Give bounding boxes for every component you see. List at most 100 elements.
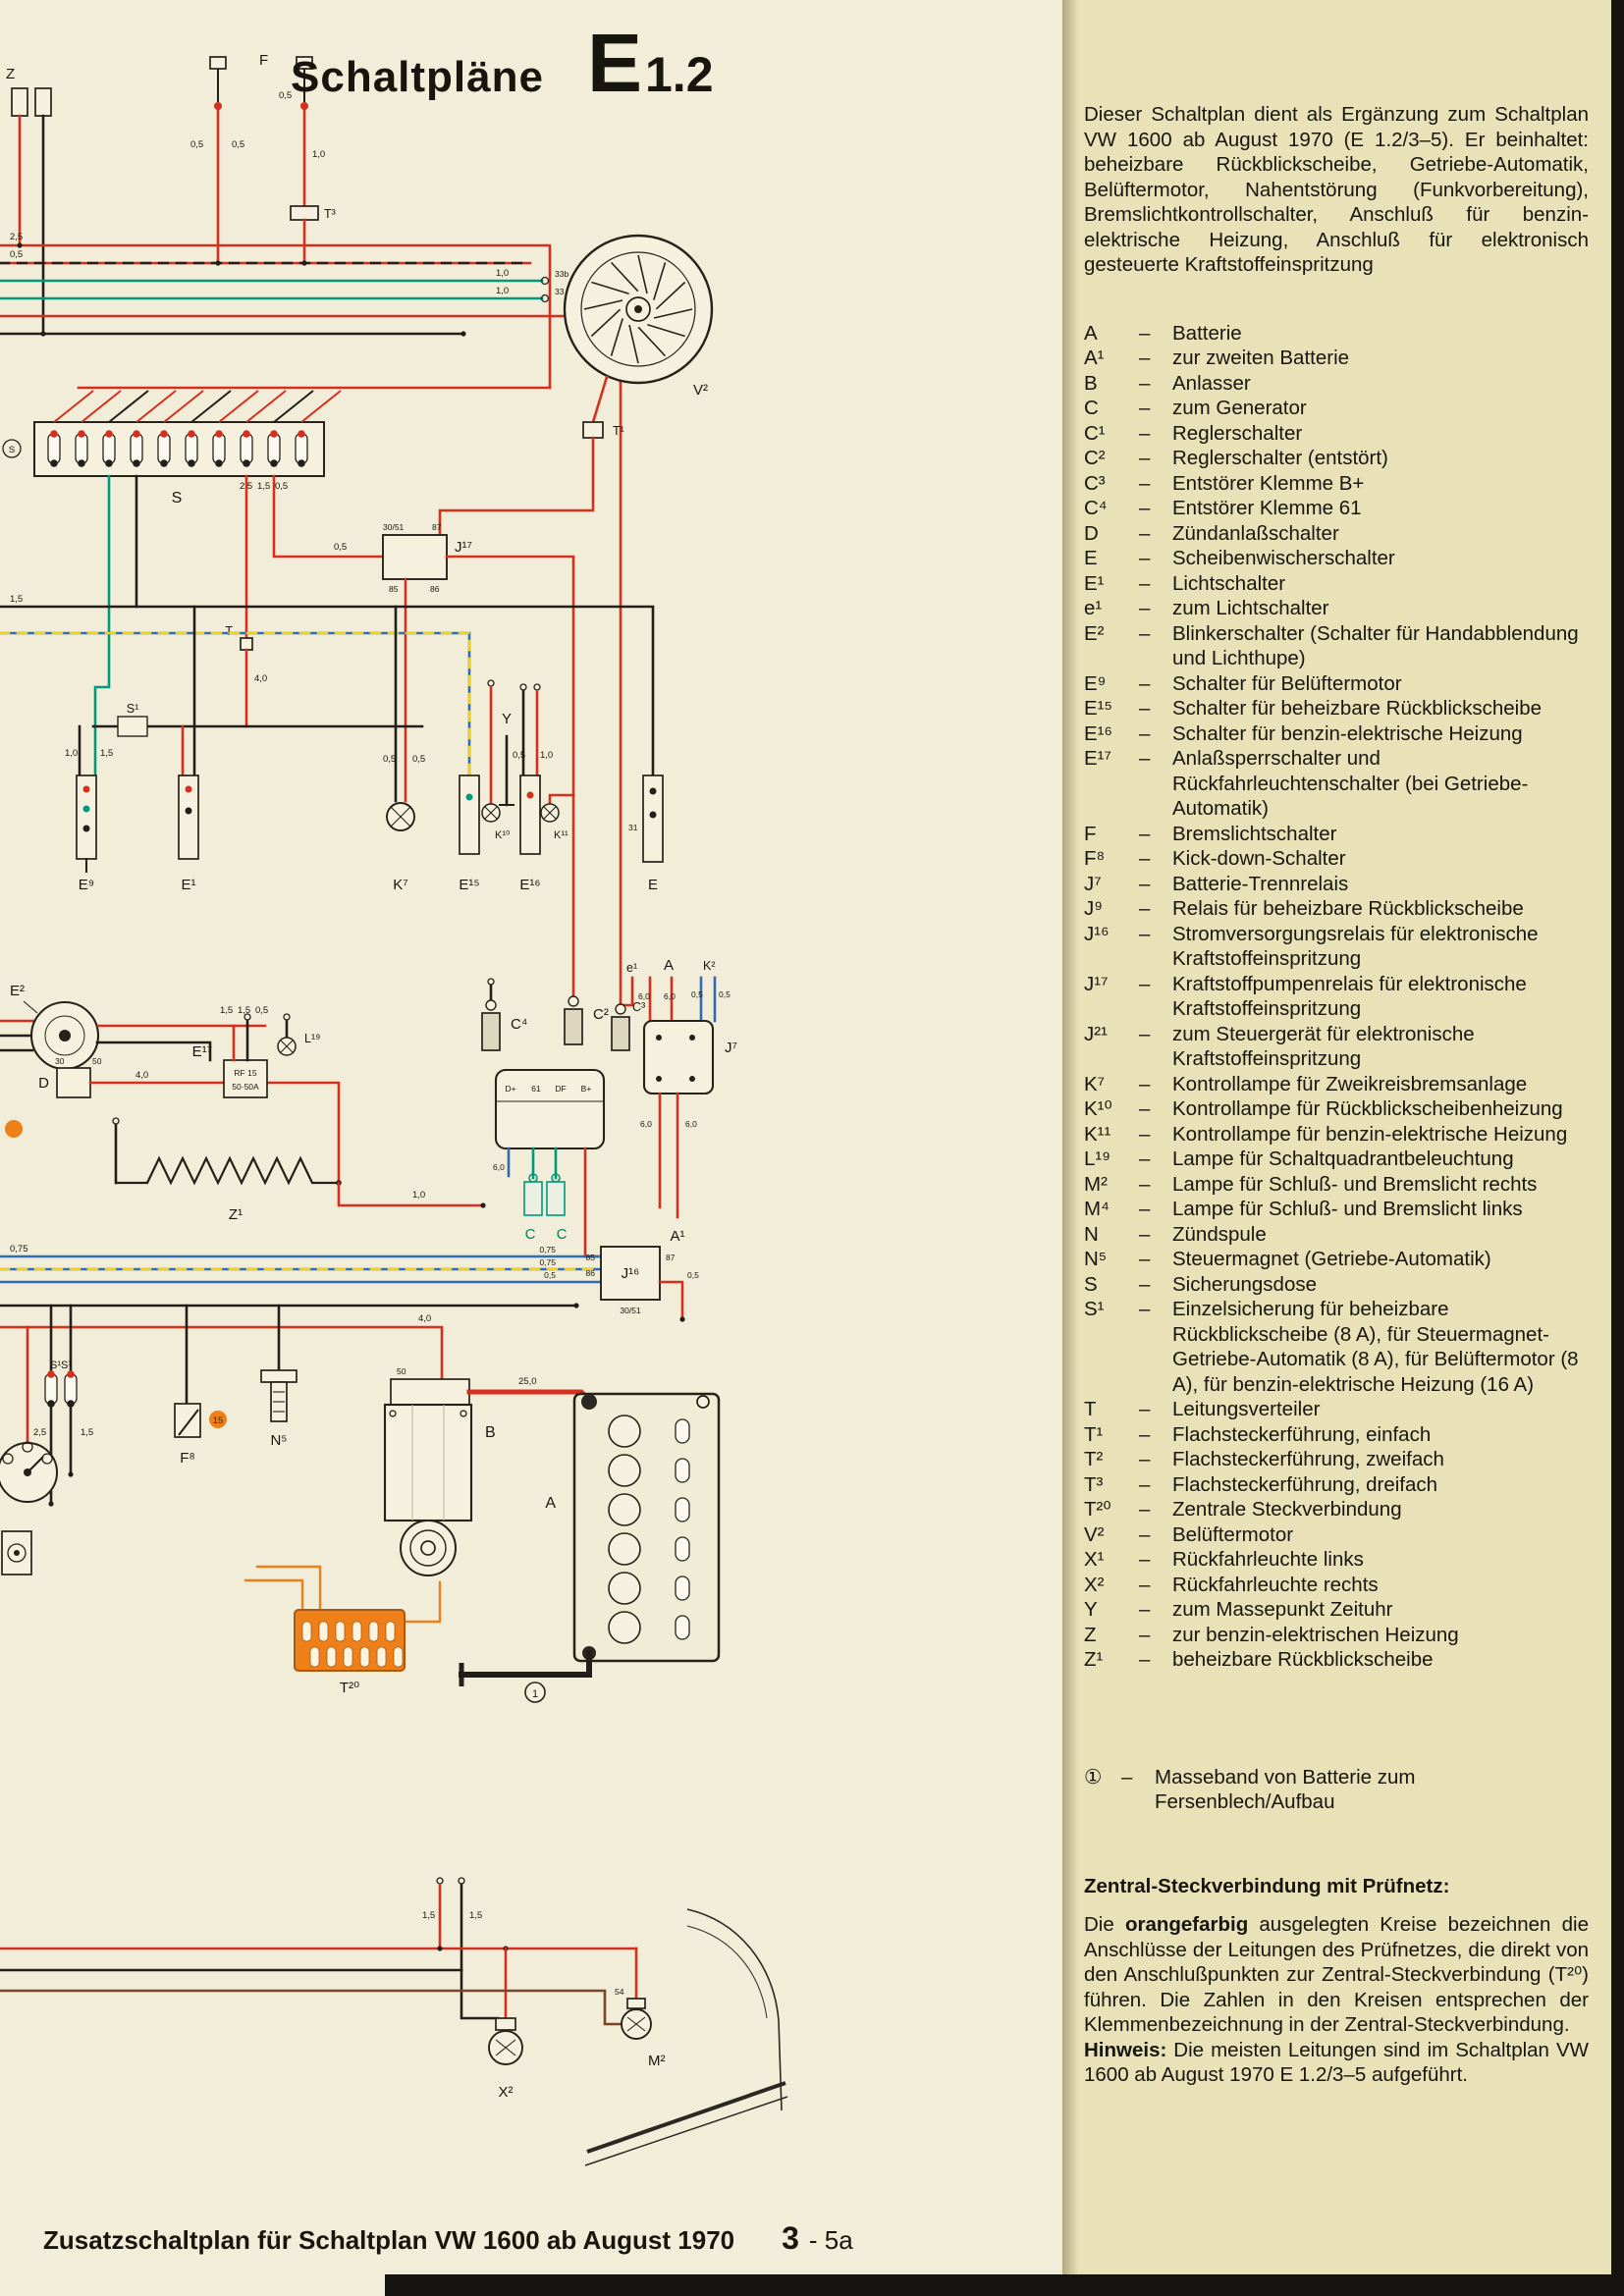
legend-dash: – <box>1139 1648 1151 1671</box>
hinweis-paragraph: Hinweis: Die meisten Leitungen sind im S… <box>1084 2038 1589 2088</box>
legend-desc: Rückfahrleuchte rechts <box>1172 1573 1379 1596</box>
legend-row: T²⁰ – Zentrale Steckverbindung <box>1084 1497 1589 1522</box>
legend-key: C³ <box>1084 471 1106 495</box>
legend-row: V² – Belüftermotor <box>1084 1522 1589 1548</box>
label-y: Y <box>502 711 512 727</box>
legend-row: Z¹ – beheizbare Rückblickscheibe <box>1084 1647 1589 1673</box>
relay-j16: 0,75 0,75 0,5 J¹⁶ 85 86 87 30/51 0,5 0,7… <box>0 1244 699 1322</box>
legend-key: E¹⁶ <box>1084 721 1112 745</box>
legend-desc: Flachsteckerführung, einfach <box>1172 1422 1432 1446</box>
legend-dash: – <box>1139 1422 1151 1446</box>
legend-key: N⁵ <box>1084 1248 1108 1270</box>
gauge: 0,5 <box>190 139 203 150</box>
legend-key: S¹ <box>1084 1298 1105 1320</box>
label-c-right: C <box>557 1226 568 1243</box>
legend-key: C <box>1084 397 1099 419</box>
terminal: 85 <box>389 584 399 594</box>
legend-key: K¹⁰ <box>1084 1097 1112 1120</box>
legend-key: T³ <box>1084 1472 1104 1496</box>
wiring-diagram: Z F T³ 0,5 0,5 0,5 1,0 <box>0 52 788 2166</box>
gauge: 1,0 <box>312 149 325 160</box>
legend-desc: Schalter für Belüftermotor <box>1172 671 1402 695</box>
legend-key: B <box>1084 371 1098 395</box>
label-t3: T³ <box>324 207 336 221</box>
legend-row: M² – Lampe für Schluß- und Bremslicht re… <box>1084 1172 1589 1198</box>
legend-desc: Anlaßsperrschalter und Rückfahrleuchtens… <box>1172 747 1529 820</box>
gauge: 6,0 <box>685 1119 697 1129</box>
legend-key: X¹ <box>1084 1548 1105 1571</box>
legend-desc: Schalter für beheizbare Rückblickscheibe <box>1172 697 1543 720</box>
legend-desc: Zündanlaßschalter <box>1172 521 1339 545</box>
label-e15: E¹⁵ <box>459 877 479 893</box>
gauge: 6,0 <box>640 1119 652 1129</box>
terminal: 87 <box>666 1253 676 1262</box>
legend-dash: – <box>1139 697 1151 720</box>
gauge: 0,5 <box>279 90 292 101</box>
terminal: 50 <box>92 1056 102 1066</box>
legend-row: F⁸ – Kick-down-Schalter <box>1084 846 1589 872</box>
label-j17: J¹⁷ <box>455 539 472 556</box>
legend-dash: – <box>1139 1598 1151 1621</box>
gauge: 1,5 <box>100 748 113 759</box>
legend-dash: – <box>1139 671 1151 695</box>
terminal: 50·50A <box>232 1082 259 1092</box>
gauge: 1,5 <box>81 1427 93 1438</box>
legend-desc: Sicherungsdose <box>1172 1272 1318 1296</box>
gauge: 1,0 <box>540 750 553 761</box>
legend-key: K⁷ <box>1084 1072 1106 1095</box>
label-c3: C³ <box>632 1000 645 1014</box>
terminal: 87 <box>432 522 442 532</box>
gauge: 0,5 <box>691 989 703 999</box>
legend-dash: – <box>1139 721 1151 745</box>
label-m2: M² <box>648 2053 666 2069</box>
legend-desc: Batterie <box>1172 321 1242 345</box>
page-spine <box>1062 0 1084 2296</box>
gauge: 1,0 <box>496 286 509 296</box>
terminal: 30/51 <box>383 522 405 532</box>
legend-row: E⁹ – Schalter für Belüftermotor <box>1084 671 1589 697</box>
legend-row: C – zum Generator <box>1084 396 1589 421</box>
legend-row: E² – Blinkerschalter (Schalter für Handa… <box>1084 621 1589 671</box>
legend-desc: Bremslichtschalter <box>1172 822 1337 845</box>
gauge: 0,5 <box>687 1270 699 1280</box>
legend-key: F <box>1084 822 1097 845</box>
label-t1: T¹ <box>613 424 624 438</box>
label-e16: E¹⁶ <box>519 877 540 893</box>
legend-desc: Batterie-Trennrelais <box>1172 872 1349 895</box>
battery-a: A 1 <box>459 1392 721 1703</box>
ground-marker: 1 <box>532 1688 538 1700</box>
label-s1-inline: S¹ <box>127 702 139 716</box>
legend-desc: Reglerschalter <box>1172 421 1303 445</box>
legend-key: T² <box>1084 1448 1104 1470</box>
terminal: 30 <box>55 1056 65 1066</box>
control-magnet-n5: N⁵ <box>260 1369 298 1449</box>
gauge: 1,5 <box>257 481 270 492</box>
gauge: 0,5 <box>10 249 23 260</box>
legend-dash: – <box>1139 1623 1151 1646</box>
legend-list: A – Batterie A¹ – zur zweiten Batterie B… <box>1084 321 1589 1673</box>
legend-row: S – Sicherungsdose <box>1084 1272 1589 1298</box>
label-b: B <box>485 1424 496 1441</box>
legend-key: J⁷ <box>1084 872 1102 895</box>
legend-column: Dieser Schaltplan dient als Ergänzung zu… <box>1084 102 1589 2088</box>
gauge: 6,0 <box>493 1162 505 1172</box>
component-z: Z <box>6 66 52 336</box>
legend-desc: Relais für beheizbare Rückblickscheibe <box>1172 897 1524 920</box>
starter-b: 50 B 25,0 <box>383 1366 591 1576</box>
blower-motor-v2: V² T¹ <box>438 234 714 537</box>
pruefnetz-paragraph: Die orangefarbig ausgelegten Kreise beze… <box>1084 1912 1589 2038</box>
legend-row: T – Leitungsverteiler <box>1084 1397 1589 1422</box>
legend-row: N – Zündspule <box>1084 1222 1589 1248</box>
legend-dash: – <box>1139 1172 1151 1196</box>
legend-desc: Kick-down-Schalter <box>1172 847 1346 870</box>
legend-desc: Belüftermotor <box>1172 1522 1294 1546</box>
gauge: 0,5 <box>383 754 396 765</box>
legend-desc: Kontrollampe für Rückblickscheibenheizun… <box>1172 1097 1563 1120</box>
legend-desc: Stromversorgungsrelais für elektronische… <box>1172 922 1539 971</box>
legend-desc: Lampe für Schluß- und Bremslicht rechts <box>1172 1172 1538 1196</box>
component-f-switches: F T³ 0,5 0,5 0,5 1,0 <box>190 52 336 265</box>
pruefnetz-bold-word: orangefarbig <box>1124 1913 1249 1936</box>
wire-bundle-top: 1,0 1,0 33b 33 2,5 0,5 <box>0 232 623 1006</box>
legend-row: T³ – Flachsteckerführung, dreifach <box>1084 1472 1589 1498</box>
scan-edge-right <box>1611 0 1624 2296</box>
